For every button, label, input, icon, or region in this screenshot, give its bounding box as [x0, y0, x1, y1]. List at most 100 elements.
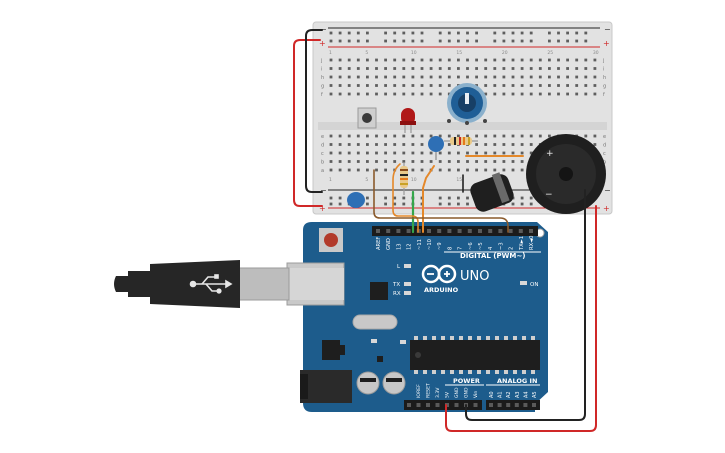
wire-black-gnd — [465, 189, 586, 421]
led-l-label: L — [397, 264, 401, 270]
breadboard-hole — [529, 75, 533, 79]
breadboard-hole — [402, 92, 406, 96]
breadboard-hole — [384, 92, 387, 96]
rail-hole — [502, 39, 506, 43]
analog-pin-label: A5 — [532, 391, 538, 398]
breadboard-hole — [384, 143, 387, 146]
breadboard-hole — [593, 143, 597, 146]
breadboard-hole — [484, 84, 488, 87]
breadboard-hole — [393, 160, 397, 163]
header-pin — [498, 229, 503, 233]
breadboard-hole — [457, 75, 460, 79]
chip-leg — [414, 336, 418, 340]
row-letter-right: e — [603, 134, 606, 140]
bottom-rail-plus-label: + — [319, 204, 326, 213]
breadboard-hole — [520, 84, 524, 87]
rail-hole — [457, 202, 460, 206]
breadboard-hole — [356, 67, 360, 70]
breadboard-hole — [484, 160, 488, 163]
breadboard-hole — [466, 160, 469, 163]
breadboard-hole — [520, 75, 524, 79]
rail-hole — [529, 202, 533, 206]
power-pin-label: IOREF — [416, 384, 422, 398]
breadboard-hole — [366, 143, 369, 146]
rail-hole — [548, 31, 551, 35]
breadboard-hole — [447, 151, 451, 155]
breadboard-hole — [457, 58, 460, 62]
voltage-regulator — [322, 340, 340, 360]
breadboard-hole — [329, 75, 333, 79]
row-letter-left: h — [321, 75, 324, 81]
wire-brown-pin5 — [373, 169, 509, 233]
chip-leg — [522, 336, 526, 340]
row-letter-left: i — [321, 67, 322, 73]
power-header — [404, 400, 482, 410]
push-button[interactable] — [357, 107, 377, 129]
breadboard-hole — [438, 67, 442, 70]
digital-pin-label: 2 — [509, 247, 515, 250]
breadboard-hole — [356, 92, 360, 96]
breadboard-hole — [511, 67, 515, 70]
header-pin — [488, 229, 493, 233]
breadboard-hole — [438, 168, 442, 172]
ceramic-capacitor-middle — [428, 136, 444, 160]
header-pin — [489, 403, 493, 407]
breadboard-hole — [502, 134, 506, 138]
breadboard-hole — [457, 134, 460, 138]
header-pin — [427, 229, 431, 233]
chip-leg — [486, 336, 490, 340]
breadboard-hole — [447, 134, 451, 138]
column-number: 15 — [456, 177, 462, 183]
breadboard-hole — [411, 168, 415, 172]
header-pin — [457, 229, 462, 233]
piezo-buzzer: + − — [526, 134, 606, 214]
breadboard-hole — [447, 160, 451, 163]
rail-hole — [329, 39, 333, 43]
header-pin — [467, 229, 472, 233]
breadboard-hole — [475, 168, 478, 172]
breadboard-hole — [520, 151, 524, 155]
breadboard-hole — [493, 160, 497, 163]
rail-hole — [420, 39, 424, 43]
usb-cable — [114, 260, 290, 308]
breadboard-hole — [384, 168, 387, 172]
crystal — [352, 314, 398, 330]
breadboard-hole — [420, 67, 424, 70]
breadboard-hole — [575, 84, 579, 87]
chip-leg — [495, 370, 499, 374]
reset-button[interactable] — [319, 228, 343, 252]
breadboard-hole — [593, 67, 597, 70]
header-pin — [518, 229, 523, 233]
digital-pin-label: ~6 — [468, 242, 474, 250]
breadboard-hole — [366, 92, 369, 96]
potentiometer[interactable] — [447, 83, 487, 125]
breadboard-hole — [384, 75, 387, 79]
breadboard-hole — [420, 75, 424, 79]
analog-header — [486, 400, 540, 410]
row-letter-left: b — [321, 160, 324, 166]
breadboard-hole — [438, 75, 442, 79]
breadboard-hole — [429, 58, 433, 62]
breadboard-hole — [447, 58, 451, 62]
breadboard-hole — [575, 92, 579, 96]
top-rail-plus-label: + — [319, 39, 326, 48]
usb-plug-metal — [236, 267, 290, 301]
breadboard-hole — [475, 75, 478, 79]
wire-orange-pin11 — [422, 165, 435, 233]
rail-hole — [447, 39, 451, 43]
breadboard-hole — [548, 84, 551, 87]
rail-hole — [393, 196, 397, 200]
led-rx-label: RX — [393, 291, 401, 297]
breadboard-hole — [393, 143, 397, 146]
breadboard-hole — [438, 134, 442, 138]
breadboard-hole — [384, 58, 387, 62]
breadboard-hole — [584, 67, 588, 70]
breadboard-hole — [402, 58, 406, 62]
bottom-rail-minus-label-right: − — [604, 186, 611, 195]
row-letter-right: g — [603, 84, 606, 90]
breadboard-hole — [575, 67, 579, 70]
led-tx-label: TX — [392, 282, 400, 288]
breadboard-hole — [511, 151, 515, 155]
breadboard-hole — [329, 151, 333, 155]
